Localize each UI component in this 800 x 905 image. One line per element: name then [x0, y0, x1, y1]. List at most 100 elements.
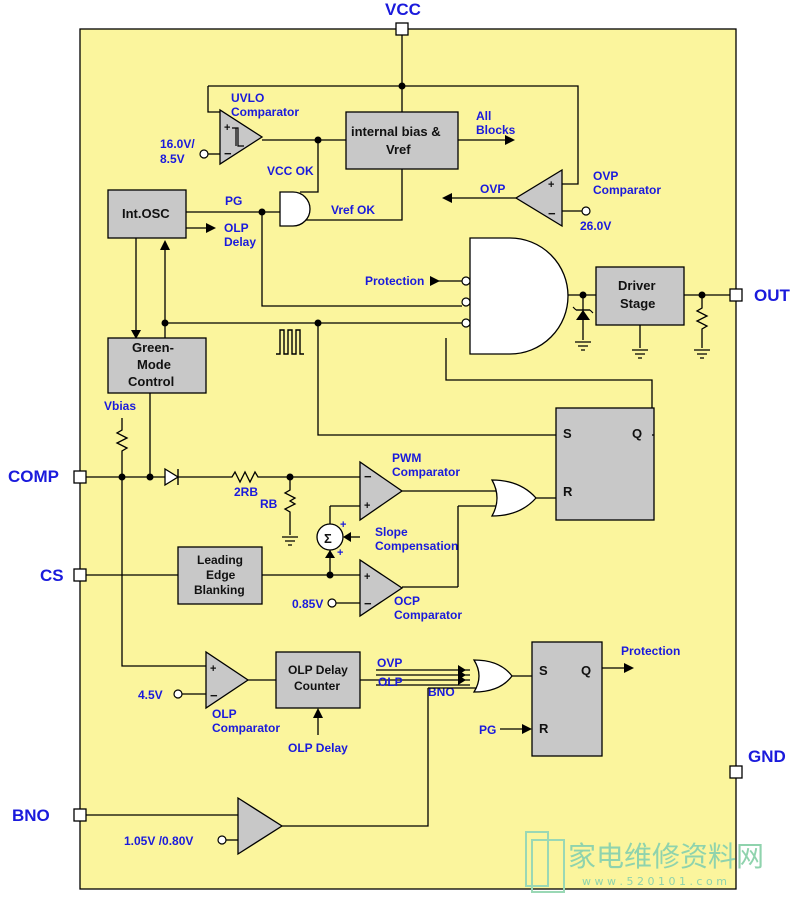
bno-in-label: BNO	[428, 685, 455, 699]
driver-stage-block: Driver Stage	[595, 266, 730, 359]
pwm-label-2: Comparator	[392, 465, 460, 479]
pwm-or-gate	[457, 479, 556, 587]
vcc-wiring	[207, 35, 579, 160]
green-text-1: Green-	[132, 340, 174, 355]
svg-text:−: −	[364, 469, 372, 484]
pin-out: OUT	[729, 286, 791, 305]
ocp-threshold: 0.85V	[292, 597, 323, 611]
uvlo-threshold-1: 16.0V/	[160, 137, 195, 151]
pwm-sr-latch: S Q R	[317, 323, 655, 521]
watermark-book-icon	[525, 831, 565, 893]
olp-threshold: 4.5V	[138, 688, 163, 702]
svg-text:+: +	[548, 179, 554, 191]
pin-vcc-label: VCC	[385, 0, 421, 19]
pin-comp-label: COMP	[8, 467, 59, 486]
leb-text-3: Blanking	[194, 583, 245, 597]
int-osc-text: Int.OSC	[122, 206, 170, 221]
svg-text:+: +	[364, 500, 370, 512]
olp-comp-label-1: OLP	[212, 707, 237, 721]
driver-text-1: Driver	[618, 278, 656, 293]
uvlo-label-1: UVLO	[231, 91, 264, 105]
watermark: 家电维修资料网 w w w . 5 2 0 1 0 1 . c o m	[525, 831, 764, 893]
pwm-label-1: PWM	[392, 451, 421, 465]
svg-text:−: −	[224, 146, 232, 161]
watermark-text: 家电维修资料网	[568, 840, 764, 873]
svg-text:−: −	[210, 688, 218, 703]
sr2-s: S	[539, 663, 548, 678]
svg-text:+: +	[340, 519, 346, 531]
pin-bno-label: BNO	[12, 806, 50, 825]
vcc-ok-label: VCC OK	[267, 164, 314, 178]
svg-text:+: +	[337, 547, 343, 559]
slope-label-2: Compensation	[375, 539, 458, 553]
ovp-comp-label-1: OVP	[593, 169, 618, 183]
olp-comp-label-2: Comparator	[212, 721, 280, 735]
bno-threshold: 1.05V /0.80V	[124, 834, 193, 848]
all-blocks-2: Blocks	[476, 123, 516, 137]
svg-text:−: −	[548, 206, 556, 221]
ovp-out-label: OVP	[480, 182, 505, 196]
svg-text:+: +	[224, 122, 230, 134]
olp-delay-input-label: OLP Delay	[288, 741, 348, 755]
sr1-r: R	[563, 484, 573, 499]
zener-clamp	[572, 295, 594, 351]
cs-wiring: Leading Edge Blanking	[86, 546, 360, 605]
driver-text-2: Stage	[620, 296, 655, 311]
slope-summer: Σ + + Slope Compensation	[316, 506, 458, 579]
olp-delay-label-2: Delay	[224, 235, 256, 249]
green-text-2: Mode	[137, 357, 171, 372]
ocp-label-1: OCP	[394, 594, 420, 608]
ocp-comparator: + − 0.85V OCP Comparator	[292, 558, 462, 622]
all-blocks-1: All	[476, 109, 491, 123]
pulse-train-icon	[276, 329, 304, 355]
sum-symbol: Σ	[324, 531, 332, 546]
comp-wiring: Vbias 2RB RB	[86, 393, 360, 667]
ovp-in-label: OVP	[377, 656, 402, 670]
svg-text:+: +	[210, 663, 216, 675]
internal-bias-block: internal bias & Vref All Blocks Vref OK	[300, 109, 516, 221]
olp-delay-counter-block: OLP Delay Counter OLP Delay	[275, 651, 470, 755]
leb-text-2: Edge	[206, 568, 236, 582]
olp-delay-label-1: OLP	[224, 221, 249, 235]
protection-out-label: Protection	[621, 644, 680, 658]
sr2-q: Q	[581, 663, 591, 678]
pin-out-label: OUT	[754, 286, 791, 305]
protection-or-gate: OVP OLP BNO	[282, 656, 532, 827]
output-and-gate: Protection	[165, 212, 653, 435]
int-osc-block: Int.OSC OLP Delay	[107, 189, 256, 249]
green-mode-block: Green- Mode Control	[107, 337, 207, 394]
pin-gnd: GND	[729, 747, 786, 779]
protection-sr-latch: S Q R Protection PG	[479, 641, 680, 757]
vbias-label: Vbias	[104, 399, 136, 413]
internal-bias-text-1: internal bias &	[351, 124, 441, 139]
ocp-label-2: Comparator	[394, 608, 462, 622]
olp-comparator: + − 4.5V OLP Comparator	[138, 650, 280, 735]
r2rb-label: 2RB	[234, 485, 258, 499]
watermark-url: w w w . 5 2 0 1 0 1 . c o m	[582, 875, 727, 888]
pwm-comparator: − + PWM Comparator	[330, 451, 500, 522]
uvlo-comparator: + − UVLO Comparator 16.0V/ 8.5V	[160, 91, 299, 166]
olp-counter-text-2: Counter	[294, 679, 340, 693]
pin-bno: BNO	[12, 806, 87, 825]
pg-label: PG	[225, 194, 242, 208]
ovp-comparator: + − OVP 26.0V OVP Comparator	[442, 160, 661, 233]
pin-comp: COMP	[8, 467, 87, 486]
pg-in-label: PG	[479, 723, 496, 737]
ovp-comp-label-2: Comparator	[593, 183, 661, 197]
vref-ok-label: Vref OK	[331, 203, 375, 217]
green-text-3: Control	[128, 374, 174, 389]
protection-label: Protection	[365, 274, 424, 288]
sr1-q: Q	[632, 426, 642, 441]
sr2-r: R	[539, 721, 549, 736]
uvlo-threshold-2: 8.5V	[160, 152, 185, 166]
svg-text:+: +	[364, 571, 370, 583]
bno-buffer: 1.05V /0.80V	[86, 796, 284, 856]
uvlo-output-wiring: VCC OK	[262, 136, 346, 193]
slope-label-1: Slope	[375, 525, 408, 539]
olp-in-label: OLP	[378, 675, 403, 689]
pin-cs-label: CS	[40, 566, 64, 585]
leb-text-1: Leading	[197, 553, 243, 567]
pin-cs: CS	[40, 566, 87, 585]
svg-text:−: −	[364, 596, 372, 611]
